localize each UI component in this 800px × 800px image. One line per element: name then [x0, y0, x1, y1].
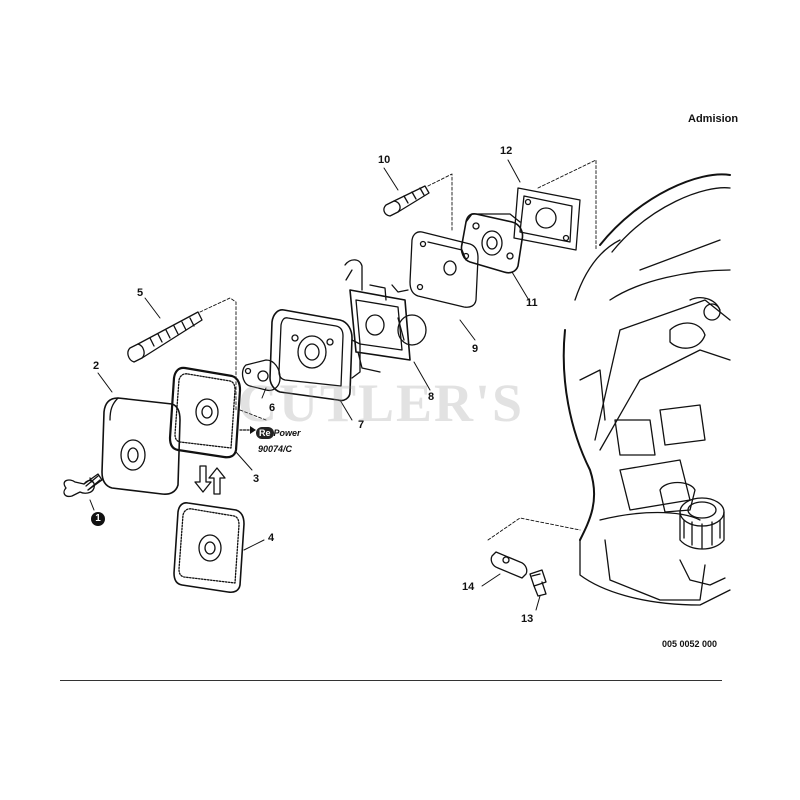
- repower-suffix: Power: [273, 428, 301, 438]
- long-screw: [127, 311, 203, 363]
- section-title: Admision: [688, 113, 739, 125]
- callout-5: 5: [137, 287, 144, 299]
- screw: [383, 185, 430, 217]
- carburetor: [344, 259, 427, 373]
- bracket-clip: [490, 551, 528, 579]
- filter-element: [168, 366, 242, 459]
- air-filter-cover: [101, 397, 181, 495]
- wing-screw-shaft: [83, 473, 103, 491]
- carburetor-gasket: [409, 231, 479, 308]
- callout-6: 6: [269, 402, 276, 414]
- filter-element-alt: [173, 502, 245, 594]
- intake-gasket: [513, 187, 581, 251]
- callout-12: 12: [500, 145, 513, 157]
- alignment-lines: [199, 159, 597, 541]
- repower-part-number: 90074/C: [258, 444, 293, 454]
- interchange-arrows-icon: [194, 465, 226, 495]
- callout-8: 8: [428, 391, 435, 403]
- repower-prefix: Re: [256, 427, 274, 439]
- wing-nut: [63, 475, 101, 498]
- callout-4: 4: [268, 532, 275, 544]
- callout-10: 10: [378, 154, 391, 166]
- callout-1: 1: [91, 512, 105, 526]
- page-divider: [60, 680, 722, 681]
- drawing-number: 005 0052 000: [662, 639, 718, 649]
- callout-9: 9: [472, 343, 479, 355]
- small-bolt: [529, 569, 547, 597]
- filter-base: [269, 309, 361, 402]
- leader-lines: [89, 159, 541, 611]
- callout-2: 2: [93, 360, 100, 372]
- small-gasket: [241, 359, 281, 392]
- intake-insulator: [460, 213, 524, 274]
- callout-7: 7: [358, 419, 365, 431]
- callout-3: 3: [253, 473, 260, 485]
- callout-11: 11: [526, 297, 538, 309]
- callout-14: 14: [462, 581, 475, 593]
- watermark: CUTLER'S: [238, 373, 525, 433]
- callout-13: 13: [521, 613, 534, 625]
- engine-housing: [562, 173, 731, 606]
